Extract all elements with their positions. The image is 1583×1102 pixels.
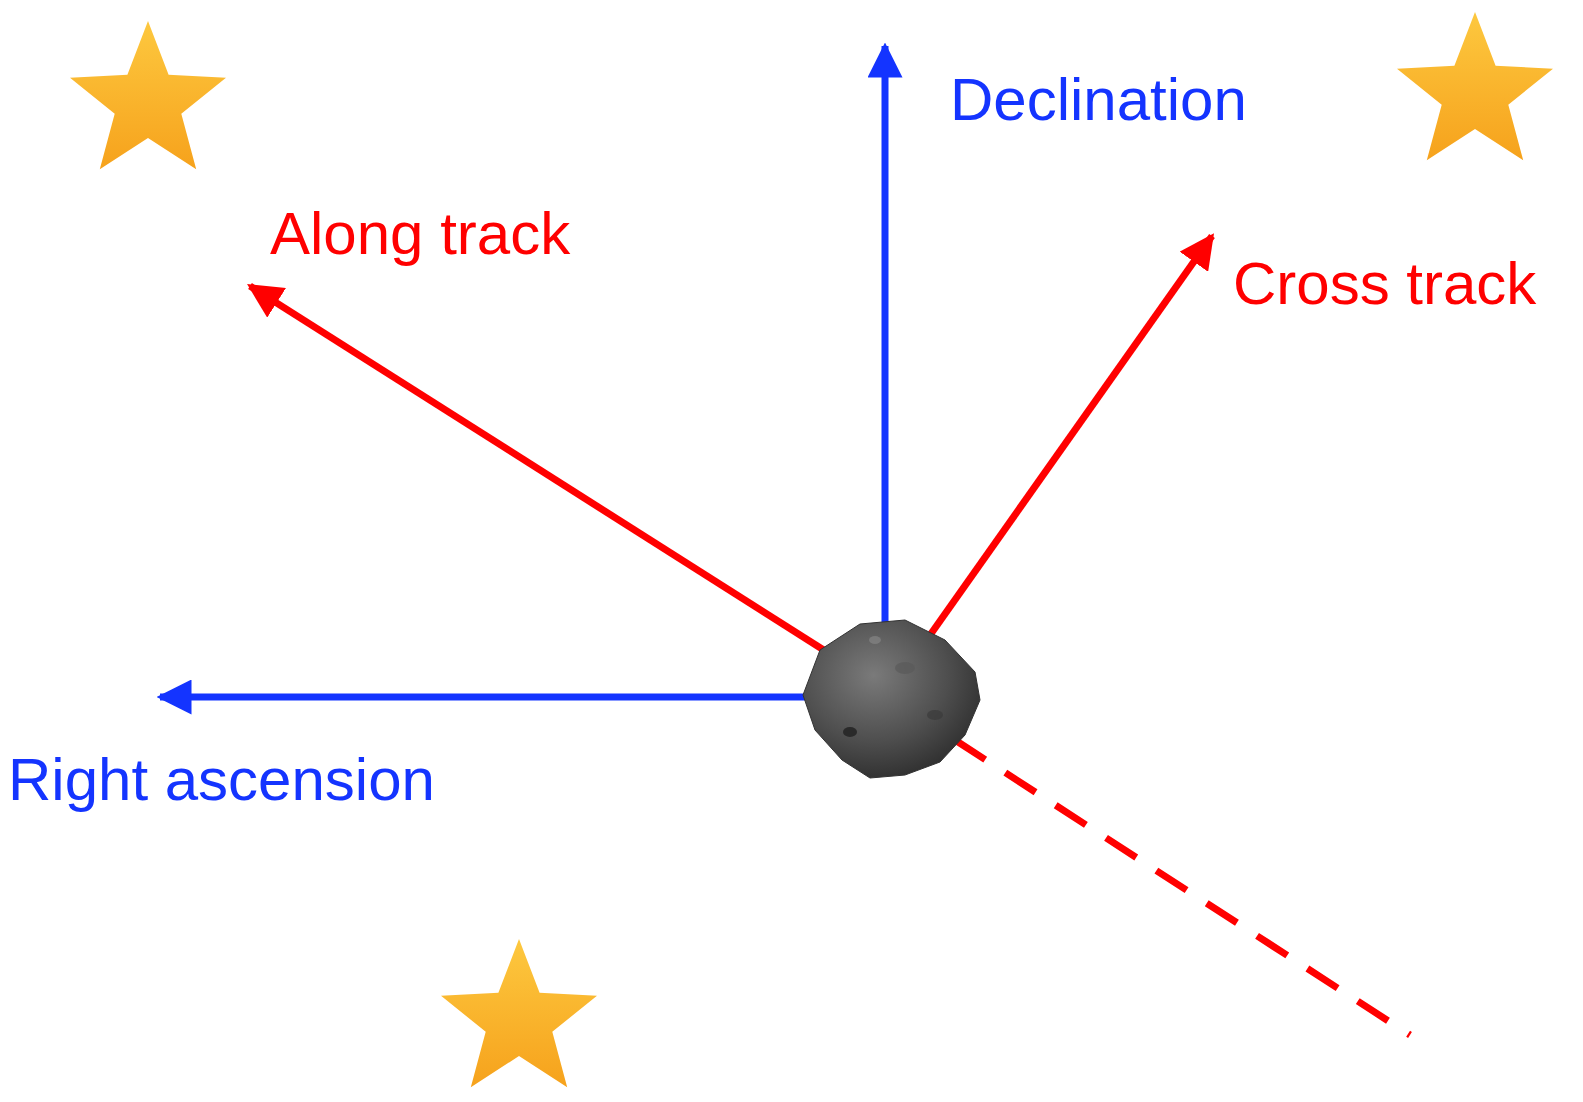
axis-label: Cross track [1233, 254, 1536, 314]
axis-label: Along track [270, 204, 570, 264]
axis-label: Right ascension [8, 750, 435, 810]
declination-axis [882, 46, 889, 625]
star-symbol [70, 21, 226, 169]
along-track-axis [250, 286, 830, 654]
asteroid [803, 620, 980, 778]
star-symbol [70, 12, 1553, 1087]
right-ascension-axis [160, 694, 810, 701]
axis-label: Declination [950, 70, 1247, 130]
star-symbol [441, 939, 597, 1087]
cross-track-axis [928, 236, 1212, 638]
star-symbol [1397, 12, 1553, 160]
track-trail [955, 740, 1410, 1035]
